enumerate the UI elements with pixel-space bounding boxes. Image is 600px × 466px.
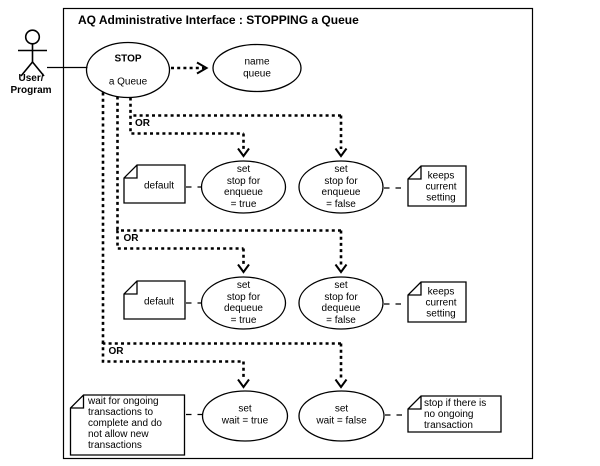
system-boundary-frame <box>62 7 534 460</box>
arrowhead-down-icon <box>334 263 348 274</box>
usecase-stop-queue-label: STOP a Queue <box>109 41 147 99</box>
note-shapes <box>69 164 502 456</box>
stop-queue-line2: a Queue <box>108 75 148 87</box>
note-connectors <box>186 186 407 416</box>
note-keeps-enqueue-label: keeps current setting <box>425 170 457 204</box>
note-default-enqueue-label: default <box>143 180 175 192</box>
note-default-enqueue-shape <box>123 164 186 204</box>
usecase-dequeue-false-label: set stop for dequeue = false <box>321 280 361 326</box>
arrowhead-down-icon <box>334 147 348 158</box>
usecase-wait-false-label: set wait = false <box>316 403 367 427</box>
dependency-lines <box>101 66 343 380</box>
arrowhead-down-icon <box>237 147 250 158</box>
usecase-stop-queue-ellipse <box>85 41 171 99</box>
note-wait-shape <box>69 394 186 456</box>
note-keeps-dequeue-label: keeps current setting <box>425 286 457 320</box>
stop-queue-line1: STOP <box>114 52 142 64</box>
usecase-name-queue-label: name queue <box>243 56 271 80</box>
or-label-wait: OR <box>108 346 124 357</box>
note-stop-label: stop if there is no ongoing transaction <box>424 398 487 431</box>
usecase-enqueue-true-ellipse <box>200 160 287 214</box>
usecase-dequeue-true-label: set stop for dequeue = true <box>224 280 263 326</box>
actor-label: User/ Program <box>10 73 52 96</box>
note-stop-shape <box>407 395 502 433</box>
arrowhead-down-icon <box>237 378 250 389</box>
arrowheads <box>196 61 348 389</box>
usecase-name-queue-ellipse <box>212 43 302 93</box>
usecase-enqueue-false-ellipse <box>298 160 384 214</box>
usecase-dequeue-false-ellipse <box>298 276 384 330</box>
usecase-wait-true-label: set wait = true <box>221 403 269 427</box>
note-keeps-dequeue-shape <box>407 281 467 323</box>
or-bracket-enqueue <box>129 114 341 135</box>
usecase-wait-true-ellipse <box>201 390 289 442</box>
actor-head <box>24 29 41 45</box>
note-keeps-enqueue-shape <box>407 165 467 207</box>
arrowhead-down-icon <box>237 263 250 274</box>
diagram-title: AQ Administrative Interface : STOPPING a… <box>78 13 359 27</box>
usecase-enqueue-true-label: set stop for enqueue = true <box>224 164 263 210</box>
usecase-enqueue-false-label: set stop for enqueue = false <box>321 164 361 210</box>
arrowhead-down-icon <box>334 378 348 389</box>
actor-legs <box>20 61 45 77</box>
or-label-enqueue: OR <box>135 117 150 129</box>
usecase-wait-false-ellipse <box>298 390 385 442</box>
note-wait-label: wait for ongoing transactions to complet… <box>88 396 162 451</box>
or-label-dequeue: OR <box>123 232 139 244</box>
note-default-dequeue-label: default <box>143 296 175 308</box>
note-default-dequeue-shape <box>123 280 186 320</box>
or-bracket-wait <box>101 342 341 363</box>
or-bracket-dequeue <box>116 229 341 250</box>
arrowhead-right-icon <box>196 61 209 75</box>
usecase-dequeue-true-ellipse <box>200 276 287 330</box>
actor-icon <box>18 29 47 77</box>
